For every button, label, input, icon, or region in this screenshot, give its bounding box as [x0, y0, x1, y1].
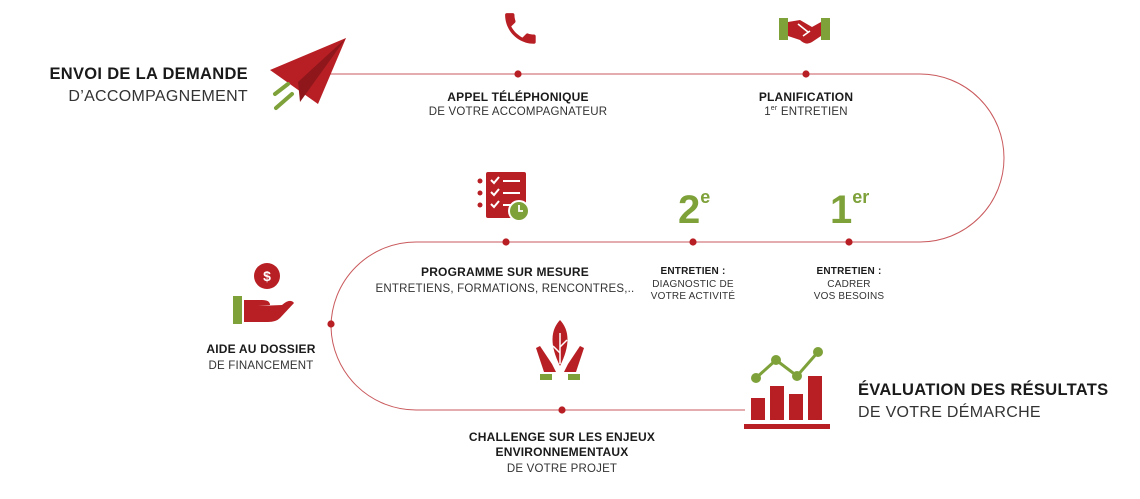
- process-path: [330, 73, 1005, 411]
- ordinal-2-sup: e: [700, 187, 711, 207]
- step-challenge-title1: CHALLENGE SUR LES ENJEUX: [468, 430, 656, 444]
- svg-text:$: $: [263, 268, 271, 284]
- end-label: ÉVALUATION DES RÉSULTATS DE VOTRE DÉMARC…: [858, 380, 1128, 423]
- end-subtitle: DE VOTRE DÉMARCHE: [858, 403, 1041, 421]
- start-label: ENVOI DE LA DEMANDE D’ACCOMPAGNEMENT: [8, 64, 248, 107]
- start-title: ENVOI DE LA DEMANDE: [49, 65, 248, 83]
- step-entretien1-line2: VOS BESOINS: [813, 291, 885, 302]
- step-dot-challenge: [558, 406, 566, 414]
- step-challenge: CHALLENGE SUR LES ENJEUX ENVIRONNEMENTAU…: [430, 430, 694, 476]
- ordinal-1er: 1er: [830, 187, 870, 232]
- planification-sub: ENTRETIEN: [780, 106, 848, 118]
- money-hand-icon: $: [233, 263, 294, 324]
- paper-plane-icon: [270, 38, 346, 110]
- step-dot-appel: [514, 70, 522, 78]
- step-aide-subtitle: DE FINANCEMENT: [208, 360, 314, 372]
- step-dot-planification: [802, 70, 810, 78]
- end-title: ÉVALUATION DES RÉSULTATS: [858, 381, 1109, 399]
- ordinal-2e: 2e: [678, 187, 711, 232]
- step-entretien2: ENTRETIEN : DIAGNOSTIC DE VOTRE ACTIVITÉ: [643, 266, 743, 304]
- ordinal-1-sup: er: [852, 187, 870, 207]
- step-aide-title: AIDE AU DOSSIER: [206, 342, 316, 356]
- step-programme: PROGRAMME SUR MESURE ENTRETIENS, FORMATI…: [360, 265, 650, 296]
- step-dot-entretien2: [689, 238, 697, 246]
- step-entretien2-line2: VOTRE ACTIVITÉ: [650, 291, 736, 302]
- leaf-hands-icon: [536, 320, 584, 380]
- step-dot-entretien1: [845, 238, 853, 246]
- step-planification-title: PLANIFICATION: [758, 90, 854, 104]
- step-planification-subtitle: 1er ENTRETIEN: [706, 105, 906, 119]
- planification-num: 1: [764, 106, 771, 118]
- step-entretien1-line1: CADRER: [827, 278, 871, 290]
- planification-sup: er: [770, 105, 778, 113]
- step-challenge-subtitle: DE VOTRE PROJET: [506, 463, 618, 475]
- step-dot-programme: [502, 238, 510, 246]
- step-appel-title: APPEL TÉLÉPHONIQUE: [447, 90, 589, 104]
- step-planification: PLANIFICATION 1er ENTRETIEN: [706, 90, 906, 119]
- step-appel-subtitle: DE VOTRE ACCOMPAGNATEUR: [428, 106, 608, 118]
- phone-icon: [505, 13, 536, 44]
- step-challenge-title2: ENVIRONNEMENTAUX: [495, 445, 629, 459]
- step-entretien2-title: ENTRETIEN :: [660, 266, 726, 277]
- step-programme-title: PROGRAMME SUR MESURE: [420, 265, 589, 279]
- handshake-icon: [779, 18, 830, 44]
- step-dot-aide: [327, 320, 335, 328]
- bar-chart-icon: [744, 347, 830, 429]
- start-subtitle: D’ACCOMPAGNEMENT: [68, 87, 248, 105]
- ordinal-2-num: 2: [678, 188, 701, 232]
- step-entretien2-line1: DIAGNOSTIC DE: [652, 278, 734, 290]
- step-entretien1-title: ENTRETIEN :: [816, 266, 882, 277]
- checklist-clock-icon: [477, 172, 530, 222]
- step-aide: AIDE AU DOSSIER DE FINANCEMENT: [168, 342, 354, 373]
- step-programme-subtitle: ENTRETIENS, FORMATIONS, RENCONTRES,..: [375, 283, 635, 295]
- step-appel: APPEL TÉLÉPHONIQUE DE VOTRE ACCOMPAGNATE…: [398, 90, 638, 119]
- ordinal-1-num: 1: [830, 188, 853, 232]
- step-entretien1: ENTRETIEN : CADRER VOS BESOINS: [799, 266, 899, 304]
